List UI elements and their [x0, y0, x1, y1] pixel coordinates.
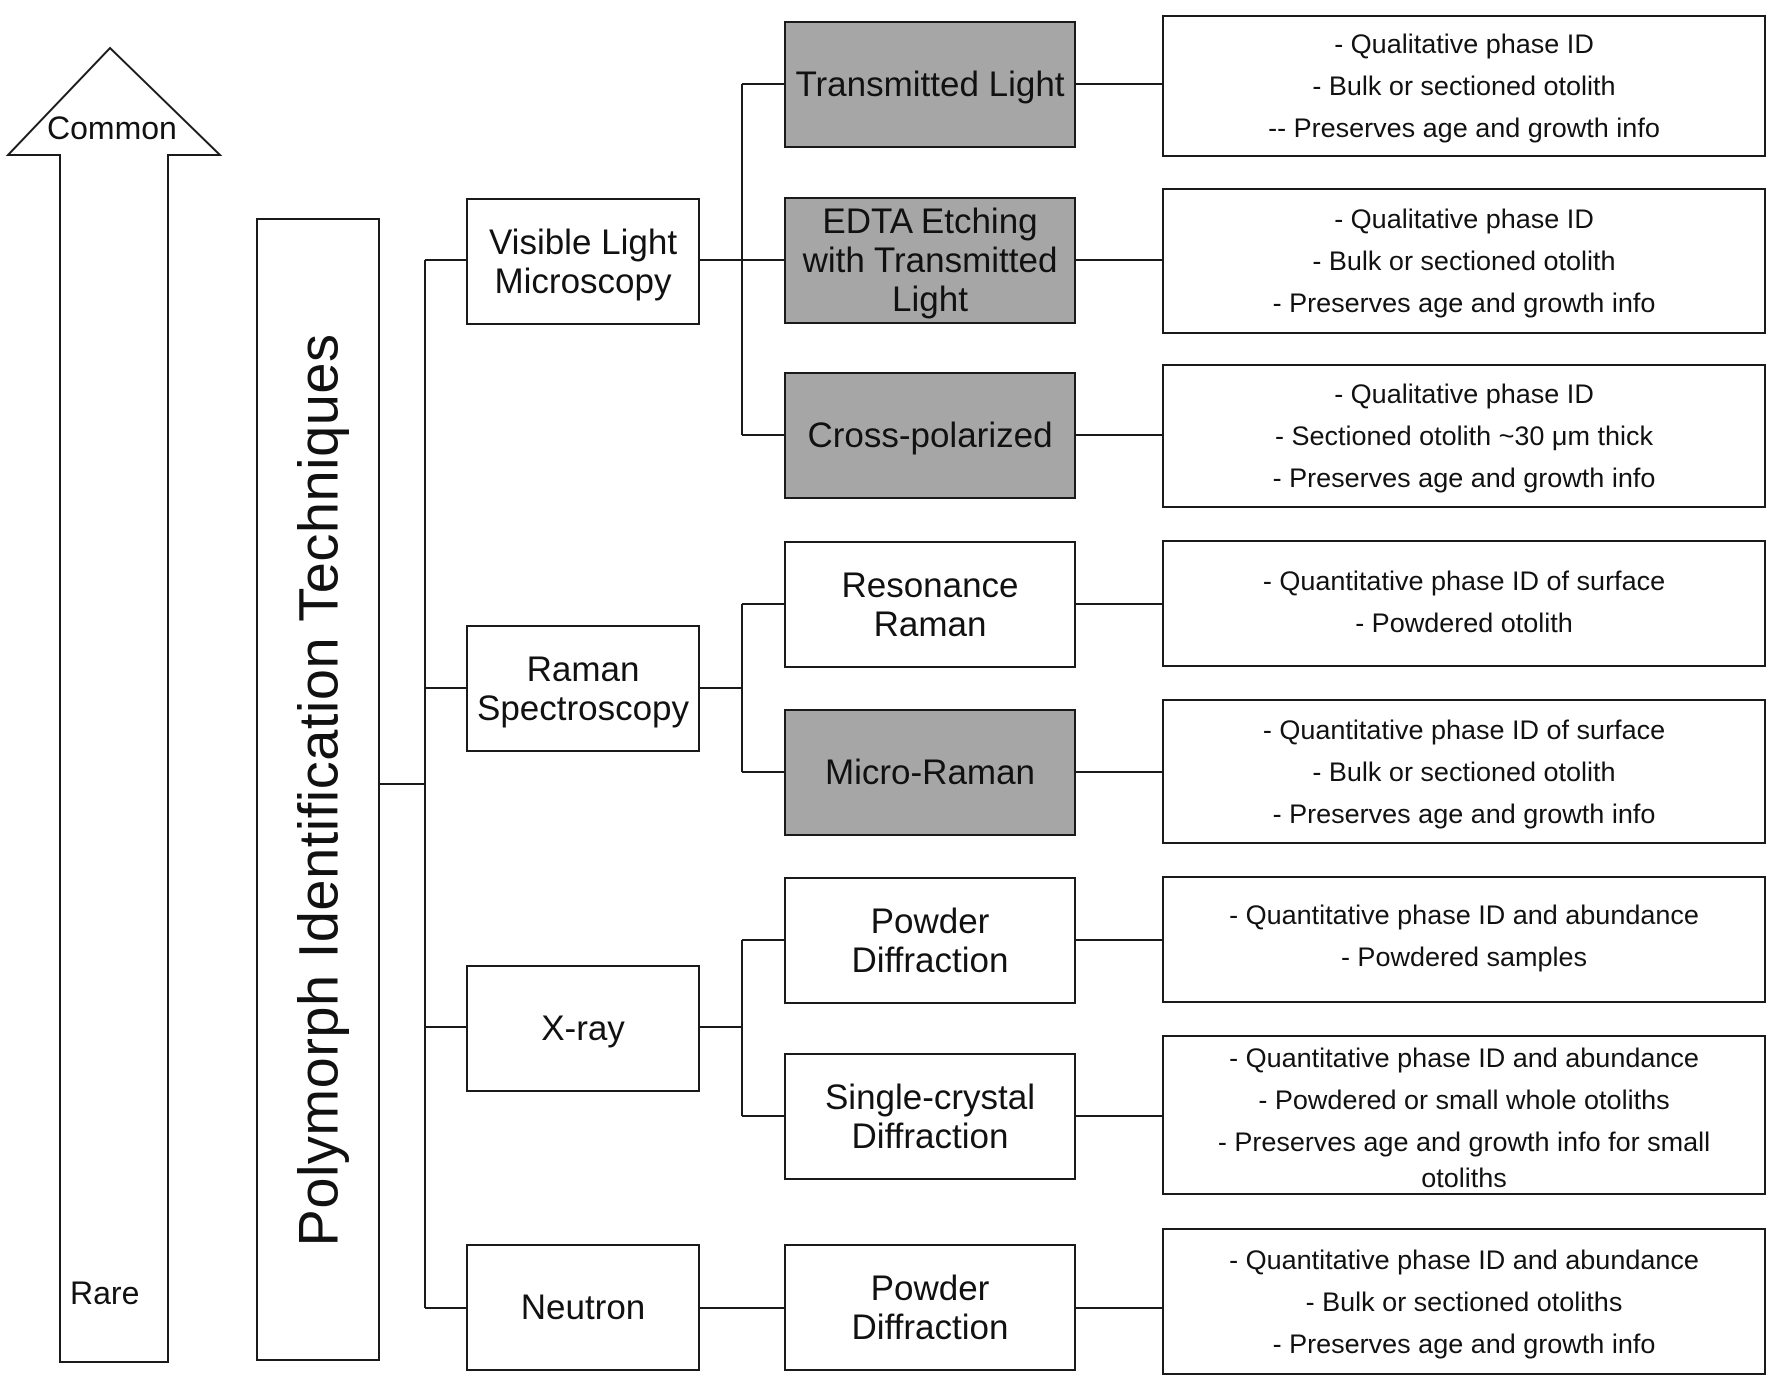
technique-label-line: with Transmitted [802, 241, 1058, 280]
technique-box-resonance-raman: Resonance Raman [784, 541, 1076, 668]
scale-bottom-label: Rare [70, 1275, 140, 1311]
detail-line: - Quantitative phase ID of surface [1262, 714, 1666, 745]
technique-label-line: Diffraction [851, 940, 1009, 980]
details-box-single-crystal-diffraction: - Quantitative phase ID and abundance - … [1162, 1035, 1766, 1195]
method-label-line: Neutron [520, 1288, 646, 1327]
details-box-cross-polarized: - Qualitative phase ID - Sectioned otoli… [1162, 364, 1766, 508]
detail-line: -- Preserves age and growth info [1268, 113, 1660, 143]
method-box-neutron: Neutron [466, 1244, 700, 1371]
details-box-micro-raman: - Quantitative phase ID of surface - Bul… [1162, 699, 1766, 844]
detail-line: - Quantitative phase ID and abundance [1229, 1043, 1699, 1073]
method-label-line: Visible Light [488, 222, 678, 262]
detail-line: - Preserves age and growth info [1272, 288, 1656, 318]
detail-line: - Preserves age and growth info [1272, 1328, 1656, 1359]
method-label-line: Raman [526, 649, 640, 689]
detail-line: - Preserves age and growth info [1272, 798, 1656, 829]
technique-label-line: Single-crystal [824, 1077, 1036, 1117]
detail-line: - Qualitative phase ID [1334, 379, 1594, 409]
technique-box-transmitted-light: Transmitted Light [784, 21, 1076, 148]
detail-line: - Sectioned otolith ~30 μm thick [1275, 421, 1653, 451]
frequency-scale-arrow [5, 46, 223, 1363]
detail-line: - Qualitative phase ID [1334, 204, 1594, 234]
details-box-xray-powder-diffraction: - Quantitative phase ID and abundance - … [1162, 876, 1766, 1003]
detail-line: - Bulk or sectioned otoliths [1305, 1286, 1623, 1317]
detail-line: otoliths [1421, 1163, 1507, 1193]
detail-line: - Bulk or sectioned otolith [1312, 756, 1616, 787]
technique-box-xray-powder-diffraction: Powder Diffraction [784, 877, 1076, 1004]
technique-label-line: Resonance [841, 565, 1019, 605]
technique-label-line: Diffraction [851, 1116, 1009, 1156]
technique-box-micro-raman: Micro-Raman [784, 709, 1076, 836]
technique-label-line: Diffraction [851, 1307, 1009, 1347]
technique-box-cross-polarized: Cross-polarized [784, 372, 1076, 499]
technique-label-line: Raman [873, 604, 987, 644]
detail-line: - Quantitative phase ID and abundance [1229, 1244, 1699, 1275]
diagram-title-box: Polymorph Identification Techniques [256, 218, 380, 1361]
scale-top-label: Common [47, 110, 177, 146]
details-box-edta-etching: - Qualitative phase ID - Bulk or section… [1162, 188, 1766, 334]
detail-line: - Quantitative phase ID of surface [1262, 566, 1666, 596]
technique-label-line: Micro-Raman [824, 753, 1036, 792]
method-box-visible-light-microscopy: Visible Light Microscopy [466, 198, 700, 325]
technique-box-single-crystal-diffraction: Single-crystal Diffraction [784, 1053, 1076, 1180]
method-label-line: Spectroscopy [476, 688, 690, 728]
detail-line: - Bulk or sectioned otolith [1312, 246, 1616, 276]
technique-label-line: Powder [870, 901, 990, 941]
technique-box-neutron-powder-diffraction: Powder Diffraction [784, 1244, 1076, 1371]
technique-label-line: Powder [870, 1268, 990, 1308]
method-label-line: X-ray [541, 1009, 625, 1048]
detail-line: - Powdered or small whole otoliths [1258, 1085, 1670, 1115]
technique-label-line: Light [892, 280, 968, 319]
detail-line: - Quantitative phase ID and abundance [1229, 900, 1699, 930]
detail-line: - Powdered samples [1340, 942, 1588, 972]
details-box-transmitted-light: - Qualitative phase ID - Bulk or section… [1162, 15, 1766, 157]
technique-box-edta-etching: EDTA Etching with Transmitted Light [784, 197, 1076, 324]
technique-label-line: EDTA Etching [822, 202, 1038, 241]
detail-line: - Preserves age and growth info for smal… [1217, 1127, 1711, 1157]
detail-line: - Qualitative phase ID [1334, 29, 1594, 59]
method-box-raman-spectroscopy: Raman Spectroscopy [466, 625, 700, 752]
details-box-neutron-powder-diffraction: - Quantitative phase ID and abundance - … [1162, 1228, 1766, 1375]
details-box-resonance-raman: - Quantitative phase ID of surface - Pow… [1162, 540, 1766, 667]
detail-line: - Bulk or sectioned otolith [1312, 71, 1616, 101]
detail-line: - Powdered otolith [1355, 608, 1573, 638]
detail-line: - Preserves age and growth info [1272, 463, 1656, 493]
method-label-line: Microscopy [494, 261, 672, 301]
method-box-x-ray: X-ray [466, 965, 700, 1092]
technique-label-line: Cross-polarized [807, 416, 1053, 455]
technique-label-line: Transmitted Light [795, 65, 1065, 104]
